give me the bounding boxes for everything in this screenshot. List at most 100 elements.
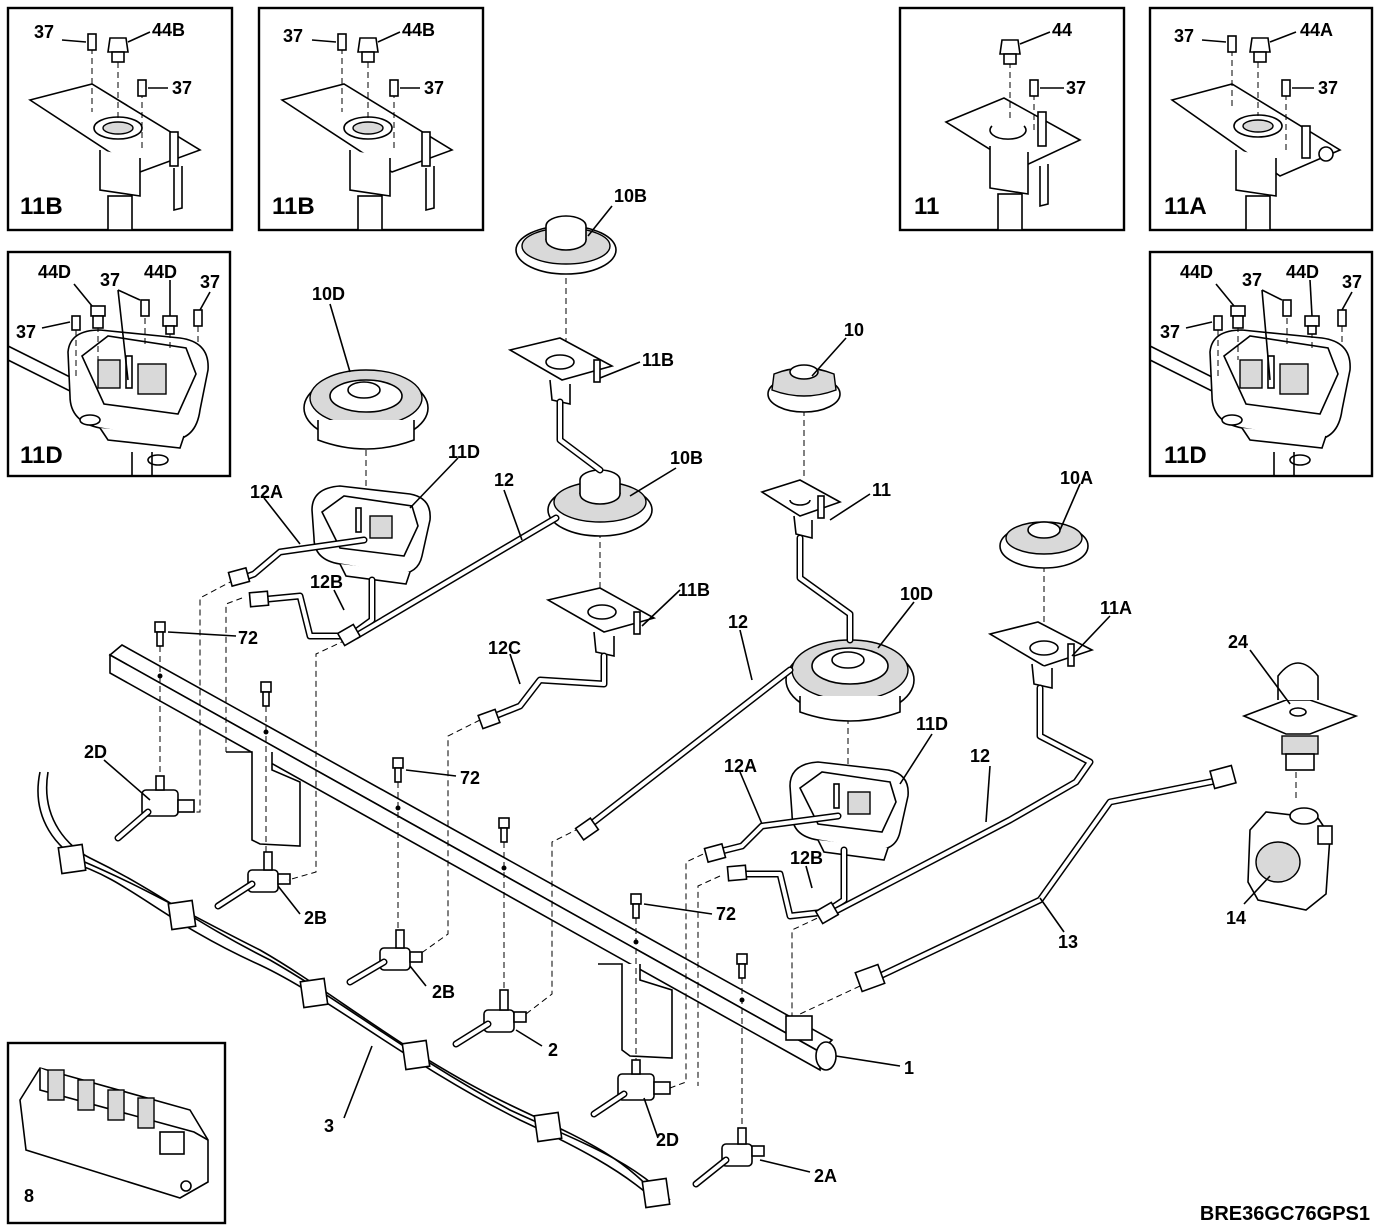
- leader-lines: [103, 205, 1291, 1173]
- valve-2b-lower: [346, 929, 423, 986]
- valve-2: [452, 989, 527, 1048]
- screws-72: [154, 621, 748, 979]
- label-tube-12a-left: 12A: [250, 482, 283, 502]
- label-tube-12c: 12C: [488, 638, 521, 658]
- label-valve-2: 2: [548, 1040, 558, 1060]
- inset-11d-right-label-37-b: 37: [1342, 272, 1362, 292]
- inset-11-label-44: 44: [1052, 20, 1072, 40]
- cap-11b-mid: [545, 587, 657, 657]
- label-valve-2b-upper: 2B: [304, 908, 327, 928]
- label-burner-10d-right: 10D: [900, 584, 933, 604]
- tubes: [234, 398, 1224, 980]
- inset-11b-left-title: 11B: [20, 193, 63, 220]
- manifold-pipe: [108, 644, 837, 1072]
- label-valve-2b-lower: 2B: [432, 982, 455, 1002]
- label-tube-12a-right: 12A: [724, 756, 757, 776]
- burner-10b-mid: [547, 469, 653, 537]
- inset-11d-right-title: 11D: [1164, 442, 1207, 469]
- inset-11b-right: 37 44B 37 11B: [257, 6, 485, 232]
- inset-11b-left-label-37b: 37: [172, 78, 192, 98]
- label-harness-3: 3: [324, 1116, 334, 1136]
- burner-10: [767, 364, 841, 413]
- inset-11d-left-label-37-c: 37: [16, 322, 36, 342]
- burner-10d-right: [785, 639, 915, 722]
- label-screw-72-top: 72: [238, 628, 258, 648]
- label-tube-12b-left: 12B: [310, 572, 343, 592]
- cap-11: [760, 479, 842, 540]
- label-screw-72-low: 72: [716, 904, 736, 924]
- valve-2d-left: [114, 775, 195, 842]
- label-tube-12-right: 12: [970, 746, 990, 766]
- cap-11b-top: [507, 337, 615, 405]
- inset-11b-left-label-44b: 44B: [152, 20, 185, 40]
- label-valve-2d-left: 2D: [84, 742, 107, 762]
- inset-11a: 37 44A 37 11A: [1148, 6, 1374, 232]
- label-burner-10d-left: 10D: [312, 284, 345, 304]
- label-cap-11: 11: [872, 480, 891, 500]
- label-tube-12b-right: 12B: [790, 848, 823, 868]
- base-11d-right: [789, 761, 909, 861]
- inset-11d-right-label-44d-a: 44D: [1180, 262, 1213, 282]
- inset-11d-left-label-44d-b: 44D: [144, 262, 177, 282]
- inset-11b-right-label-44b: 44B: [402, 20, 435, 40]
- inset-11d-left-label-44d-a: 44D: [38, 262, 71, 282]
- label-tube-12-mid: 12: [728, 612, 748, 632]
- label-screw-72-mid: 72: [460, 768, 480, 788]
- inset-11: 44 37 11: [898, 6, 1126, 232]
- bracket-left: [226, 751, 301, 847]
- label-burner-10: 10: [844, 320, 864, 340]
- valve-2d-right: [590, 1059, 671, 1118]
- inset-11b-right-label-37b: 37: [424, 78, 444, 98]
- label-tube-13: 13: [1058, 932, 1078, 952]
- label-base-11d-right: 11D: [916, 714, 948, 734]
- inset-11b-right-label-37a: 37: [283, 26, 303, 46]
- burner-10d-left: [303, 369, 429, 450]
- inset-11d-left: 44D 37 44D 37 37 11D: [6, 250, 232, 478]
- callout-labels: 10B 10D 11B 11D 12A 12 12B 10B 10 11 10A…: [84, 186, 1248, 1186]
- label-cap-11b-top: 11B: [642, 350, 674, 370]
- inset-11-title: 11: [914, 193, 939, 220]
- cap-11a: [987, 621, 1095, 689]
- inset-11d-right-label-37-c: 37: [1160, 322, 1180, 342]
- fittings: [227, 566, 1237, 993]
- valve-2b-upper: [214, 851, 291, 910]
- inset-11d-right-label-37-a: 37: [1242, 270, 1262, 290]
- label-tube-12-left: 12: [494, 470, 514, 490]
- label-manifold-1: 1: [904, 1058, 914, 1078]
- inset-spark-module: 8: [6, 1041, 227, 1225]
- inset-11d-left-title: 11D: [20, 442, 63, 469]
- valve-2a: [692, 1127, 765, 1188]
- inset-11d-left-label-37-b: 37: [200, 272, 220, 292]
- inset-11a-title: 11A: [1164, 193, 1207, 220]
- inset-11a-label-44a: 44A: [1300, 20, 1333, 40]
- drawing-code: BRE36GC76GPS1: [1200, 1203, 1370, 1225]
- label-cap-11b-mid: 11B: [678, 580, 710, 600]
- label-valve-2a: 2A: [814, 1166, 837, 1186]
- inset-11d-right-label-44d-b: 44D: [1286, 262, 1319, 282]
- inset-11-label-37: 37: [1066, 78, 1086, 98]
- alignment-lines: [159, 268, 1297, 1128]
- label-regulator-14: 14: [1226, 908, 1246, 928]
- burner-10b-top: [515, 215, 617, 275]
- inset-11d-left-label-37-a: 37: [100, 270, 120, 290]
- label-valve-2d-right: 2D: [656, 1130, 679, 1150]
- label-base-11d-left: 11D: [448, 442, 480, 462]
- inset-11d-right: 44D 37 44D 37 37 11D: [1148, 250, 1374, 478]
- ignition-harness: [37, 771, 671, 1209]
- label-cap-11a: 11A: [1100, 598, 1132, 618]
- inset-11b-left-label-37a: 37: [34, 22, 54, 42]
- label-burner-10b-mid: 10B: [670, 448, 703, 468]
- burner-10a: [999, 521, 1089, 569]
- inset-11b-right-title: 11B: [272, 193, 315, 220]
- regulator-24: [1241, 662, 1359, 771]
- base-11d-left: [311, 485, 431, 585]
- regulator-14: [1247, 807, 1333, 911]
- label-regulator-24: 24: [1228, 632, 1248, 652]
- label-burner-10b-top: 10B: [614, 186, 647, 206]
- inset-11a-label-37a: 37: [1174, 26, 1194, 46]
- label-burner-10a: 10A: [1060, 468, 1093, 488]
- inset-11a-label-37b: 37: [1318, 78, 1338, 98]
- inset-spark-module-title: 8: [24, 1186, 34, 1206]
- bracket-right: [598, 963, 673, 1059]
